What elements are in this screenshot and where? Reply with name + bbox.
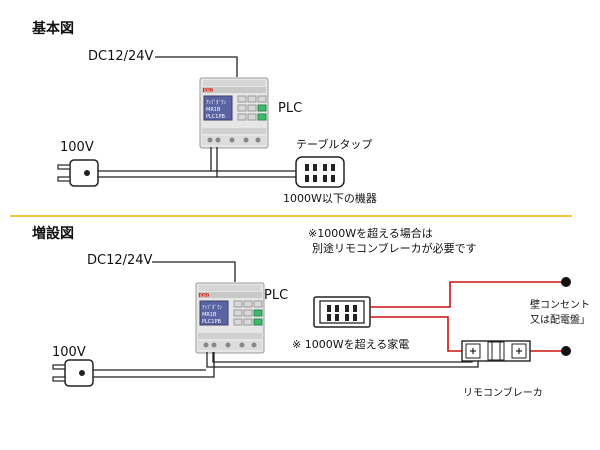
wall-outlet-label-1: 壁コンセント bbox=[530, 300, 590, 311]
appliance-label: ※ 1000Wを超える家電 bbox=[292, 338, 410, 351]
remote-breaker bbox=[461, 340, 531, 362]
voltage-100v-label-bottom: 100V bbox=[52, 345, 86, 360]
voltage-100v-label-top: 100V bbox=[60, 140, 94, 155]
svg-text:ｱｯﾌﾟﾀﾞｳﾝ: ｱｯﾌﾟﾀﾞｳﾝ bbox=[202, 304, 223, 311]
svg-text:MR1B: MR1B bbox=[202, 312, 217, 318]
table-tap-label: テーブルタップ bbox=[296, 138, 373, 151]
plc-lead-a-bottom bbox=[206, 352, 479, 368]
note-line-1: ※1000Wを超える場合は bbox=[308, 227, 433, 240]
red-wire-outlet-upper bbox=[370, 281, 566, 308]
dc-voltage-label-top: DC12/24V bbox=[88, 49, 154, 64]
dc-voltage-label-bottom: DC12/24V bbox=[87, 253, 153, 268]
table-tap bbox=[295, 156, 345, 188]
extended-diagram: ｱｯﾌﾟﾀﾞｳﾝ MR1B PLC1PB IDEC bbox=[52, 261, 571, 387]
basic-diagram-title: 基本図 bbox=[32, 21, 74, 37]
plc-brand-bottom: IDEC bbox=[200, 293, 210, 298]
plug-top bbox=[57, 159, 99, 187]
appliance-outlet bbox=[313, 296, 371, 328]
note-line-2: 別途リモコンブレーカが必要です bbox=[312, 242, 477, 255]
wall-terminal-bottom bbox=[561, 346, 571, 356]
plc-label-bottom: PLC bbox=[264, 288, 289, 303]
remote-breaker-label: リモコンブレーカ bbox=[463, 388, 543, 399]
extended-diagram-title: 増設図 bbox=[32, 226, 74, 242]
wall-outlet-label-2: 又は配電盤」 bbox=[530, 315, 590, 326]
svg-text:PLC1PB: PLC1PB bbox=[206, 114, 225, 120]
svg-text:MR1B: MR1B bbox=[206, 107, 221, 113]
power-cord-bottom-2 bbox=[90, 352, 215, 378]
plc-label-top: PLC bbox=[278, 101, 303, 116]
plc-screen-text-bottom: ｱｯﾌﾟﾀﾞｳﾝ MR1B PLC1PB bbox=[202, 304, 223, 325]
plc-screen-text-top: ｱｯﾌﾟﾀﾞｳﾝ MR1B PLC1PB bbox=[206, 99, 227, 120]
basic-diagram: ｱｯﾌﾟﾀﾞｳﾝ MR1B PLC1PB IDEC bbox=[57, 56, 345, 188]
svg-text:ｱｯﾌﾟﾀﾞｳﾝ: ｱｯﾌﾟﾀﾞｳﾝ bbox=[206, 99, 227, 106]
device-limit-label: 1000W以下の機器 bbox=[283, 192, 377, 205]
dc-wire-top bbox=[155, 56, 238, 77]
wall-terminal-top bbox=[561, 277, 571, 287]
svg-text:PLC1PB: PLC1PB bbox=[202, 319, 221, 325]
dc-wire-bottom bbox=[152, 261, 236, 282]
plc-brand-top: IDEC bbox=[204, 88, 214, 93]
plug-bottom bbox=[52, 359, 94, 387]
